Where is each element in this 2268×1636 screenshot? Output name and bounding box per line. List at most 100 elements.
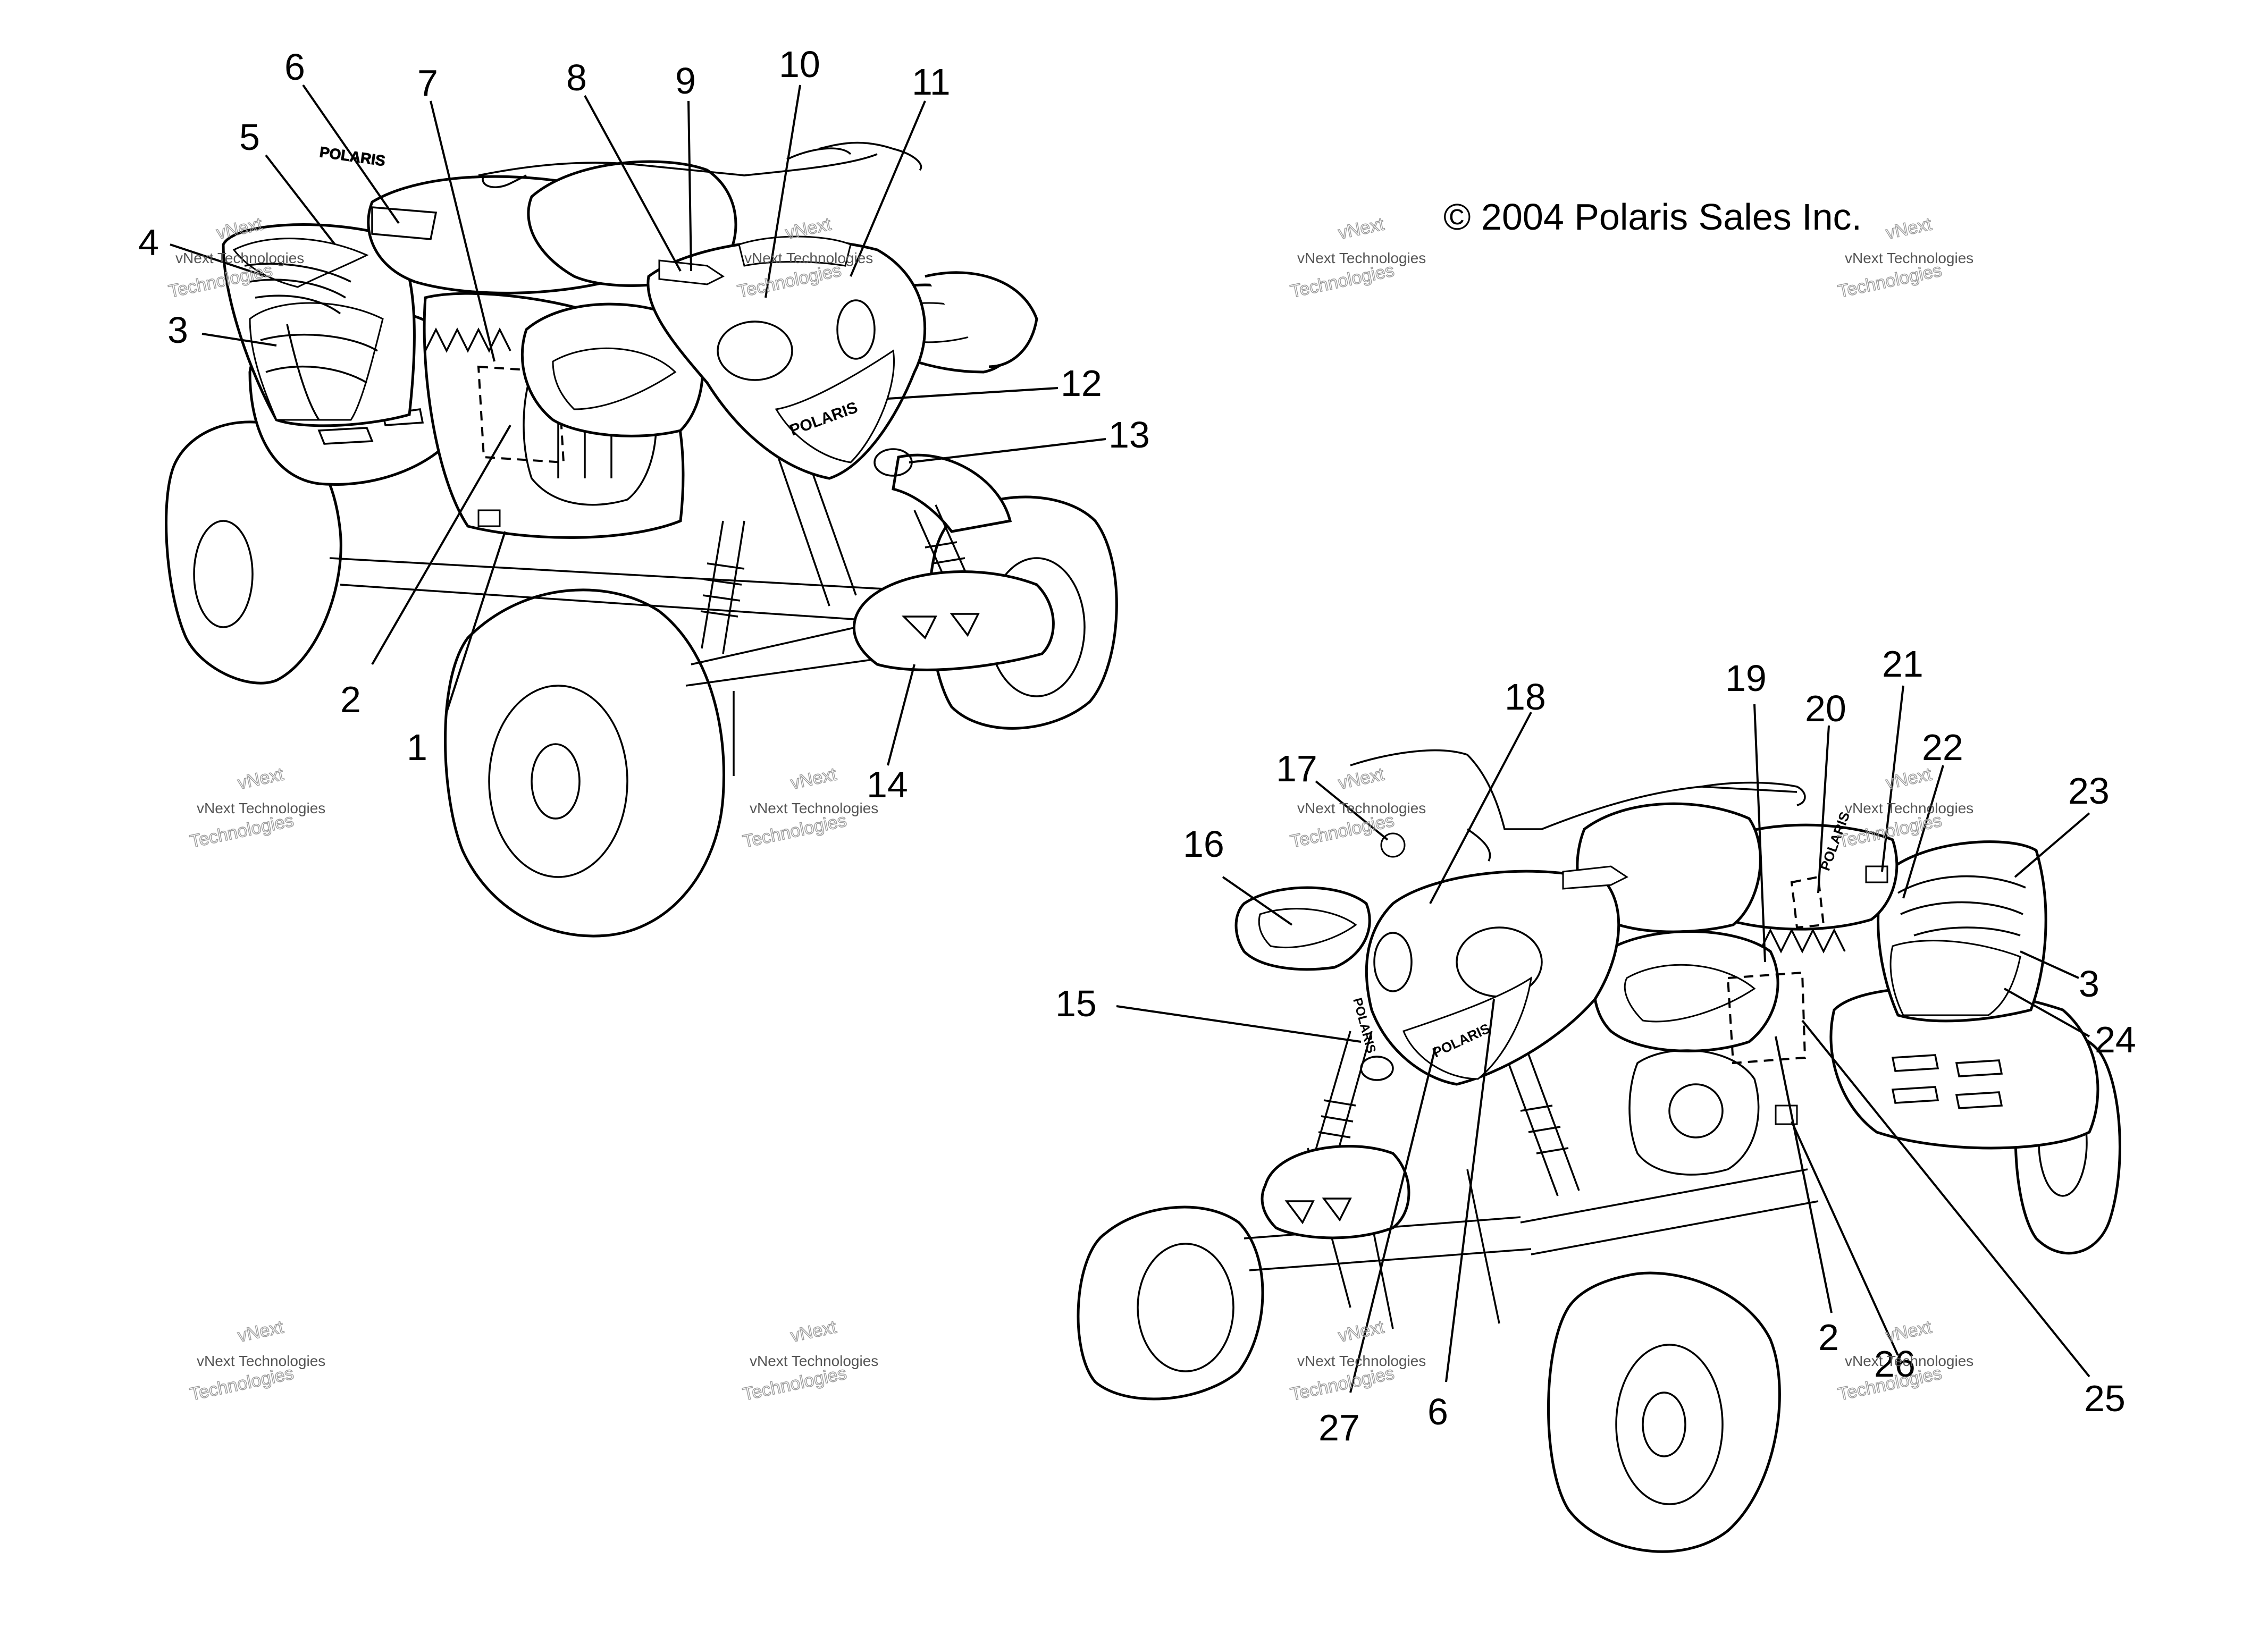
leader-14 (887, 664, 915, 766)
leader-18 (1429, 712, 1532, 904)
v2-rear-fender-vents (1891, 1054, 2003, 1109)
leader-13 (909, 438, 1106, 463)
callout-6b: 6 (1427, 1391, 1448, 1432)
v2-front-left-rim (1137, 1243, 1234, 1372)
rear-right-wheel (892, 453, 1012, 533)
watermark-small: vNext Technologies (197, 800, 325, 816)
watermark-top: vNext (789, 764, 838, 793)
v2-front-right-wheel (1547, 1271, 1781, 1553)
engine (523, 356, 657, 506)
copyright-text: © 2004 Polaris Sales Inc. (1443, 196, 1862, 238)
watermark-large: Technologies (1289, 1363, 1396, 1404)
watermark-small: vNext Technologies (1845, 1353, 1973, 1369)
leader-17 (1315, 780, 1389, 841)
v2-shock-left (1312, 1031, 1373, 1165)
front-left-hub (531, 743, 581, 820)
leader-23 (2014, 812, 2090, 878)
callout-2b: 2 (1818, 1317, 1839, 1358)
callout-5: 5 (239, 116, 260, 158)
callout-11: 11 (912, 61, 951, 103)
decal-8-arrow (658, 259, 725, 285)
watermark-small: vNext Technologies (1845, 250, 1973, 266)
watermark: vNext vNext Technologies Technologies (1288, 214, 1426, 302)
leader-22 (1902, 765, 1944, 899)
leader-8 (584, 95, 682, 272)
decal-front-fender-flame (552, 347, 677, 410)
watermark-top: vNext (1884, 214, 1934, 243)
v2-decal-27-nose (1402, 976, 1532, 1080)
watermark: vNext vNext Technologies Technologies (188, 764, 325, 853)
callout-27: 27 (1318, 1407, 1360, 1448)
watermark-small: vNext Technologies (1297, 1353, 1426, 1369)
callout-25: 25 (2084, 1378, 2126, 1419)
leader-12 (887, 387, 1059, 400)
callout-22: 22 (1922, 727, 1963, 768)
atv-view-front: POLARIS POLARIS POLARIS (1077, 749, 2121, 1553)
decal-6-plate (371, 206, 438, 240)
leader-10 (765, 85, 801, 298)
front-fender-right-outer (925, 271, 1038, 368)
decal-7-teeth (424, 327, 511, 353)
leader-1 (446, 531, 506, 713)
watermark: vNext vNext Technologies Technologies (1288, 1317, 1426, 1405)
v2-shock-right (1503, 1047, 1580, 1196)
watermark-top: vNext (1337, 764, 1386, 793)
headlight-left (717, 321, 793, 381)
v2-decal-hood-arrow (1562, 865, 1628, 890)
front-left-rim (488, 685, 628, 878)
watermark-small: vNext Technologies (1297, 250, 1426, 266)
v2-decal-15-emblem (1360, 1056, 1394, 1081)
leader-3b (2020, 950, 2079, 979)
leader-9 (687, 100, 692, 272)
leader-21 (1881, 685, 1904, 872)
callout-17: 17 (1276, 748, 1317, 789)
v2-front-right-rim (1615, 1344, 1724, 1505)
v2-front-bumper (1261, 1145, 1410, 1239)
callout-labels: 1 2 3 4 5 6 7 8 9 10 11 12 13 14 15 16 1… (138, 44, 2136, 1448)
v2-engine-cover (1668, 1083, 1724, 1139)
front-left-wheel (444, 588, 725, 938)
watermark: vNext vNext Technologies Technologies (741, 1317, 878, 1405)
decal-4-stripes (244, 263, 351, 315)
watermark-top: vNext (1884, 1317, 1934, 1346)
watermark: vNext vNext Technologies Technologies (188, 1317, 325, 1405)
callout-6: 6 (284, 46, 305, 88)
watermark-small: vNext Technologies (1845, 800, 1973, 816)
v2-decal-24 (1889, 940, 2021, 1016)
v2-decal-25-side (1726, 971, 1807, 1065)
callout-8: 8 (566, 57, 587, 98)
v2-handlebars (1350, 749, 1806, 862)
watermark-large: Technologies (188, 810, 296, 851)
callout-26: 26 (1874, 1343, 1916, 1385)
v2-decal-23-flames (1897, 875, 2026, 937)
callout-10: 10 (779, 44, 820, 85)
v2-headlight-left (1373, 932, 1413, 992)
front-shock-right (913, 504, 979, 606)
watermark-top: vNext (236, 1317, 285, 1346)
callout-21: 21 (1882, 643, 1923, 685)
leader-27 (1349, 1047, 1437, 1393)
callout-7: 7 (417, 62, 438, 104)
callout-9: 9 (675, 60, 696, 102)
watermark-top: vNext (1337, 1317, 1386, 1346)
callout-3: 3 (167, 309, 188, 351)
leader-19 (1753, 704, 1766, 963)
callout-19: 19 (1725, 657, 1767, 699)
front-shock-left (700, 520, 745, 654)
leader-2b (1775, 1036, 1833, 1313)
leader-16 (1222, 876, 1293, 926)
callout-4: 4 (138, 222, 159, 263)
v2-skid-plate (1284, 1198, 1352, 1225)
leader-6 (302, 84, 400, 224)
callout-13: 13 (1108, 414, 1150, 456)
decal-12-nose (775, 349, 895, 463)
watermark-small: vNext Technologies (1297, 800, 1426, 816)
leader-2 (371, 424, 511, 665)
watermark-large: Technologies (1836, 260, 1944, 301)
front-bumper (852, 570, 1055, 671)
watermark-top: vNext (1337, 214, 1386, 243)
decal-3-rear (249, 302, 384, 421)
leader-20 (1817, 725, 1830, 893)
watermark-top: vNext (236, 764, 285, 793)
